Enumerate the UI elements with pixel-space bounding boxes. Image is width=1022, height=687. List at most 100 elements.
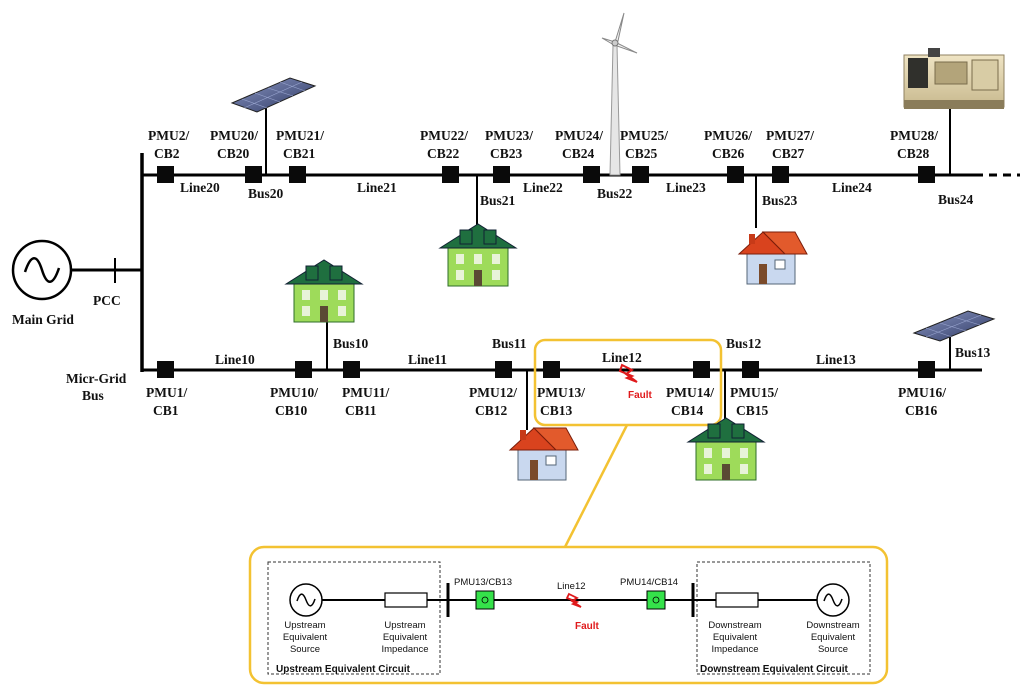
inset-pmu14-label: PMU14/CB14 [620, 577, 678, 588]
downstream-source-label-1: Downstream [806, 620, 859, 631]
pmu13-label-a: PMU13/ [537, 385, 585, 400]
pmu12-label-a: PMU12/ [469, 385, 517, 400]
pmu16-block [918, 361, 935, 378]
upstream-source-label-2: Equivalent [283, 632, 328, 643]
pmu25-label-a: PMU25/ [620, 128, 668, 143]
equivalent-circuit-inset: PMU13/CB13 PMU14/CB14 Line12 Fault Upstr… [248, 545, 889, 685]
pmu21-label-b: CB21 [283, 146, 316, 161]
pmu2-block [157, 166, 174, 183]
pcc-label: PCC [93, 293, 121, 308]
line22-label: Line22 [523, 180, 563, 195]
pmu26-label-b: CB26 [712, 146, 745, 161]
pmu21-label-a: PMU21/ [276, 128, 324, 143]
pmu1-block [157, 361, 174, 378]
line24-label: Line24 [832, 180, 872, 195]
pmu20-label-a: PMU20/ [210, 128, 258, 143]
upstream-source-label-1: Upstream [284, 620, 325, 631]
fault-label: Fault [628, 390, 653, 401]
downstream-source-label-2: Equivalent [811, 632, 856, 643]
bus20-label: Bus20 [248, 186, 284, 201]
mg-bus-label-1: Micr-Grid [66, 371, 127, 386]
bus22-label: Bus22 [597, 186, 633, 201]
pmu25-label-b: CB25 [625, 146, 658, 161]
highlight-connector [563, 424, 629, 548]
pmu20-block [245, 166, 262, 183]
line12-label: Line12 [602, 350, 642, 365]
pmu28-label-b: CB28 [897, 146, 930, 161]
pmu24-label-b: CB24 [562, 146, 595, 161]
pmu22-label-b: CB22 [427, 146, 460, 161]
wind-turbine-icon [601, 12, 638, 176]
pmu28-label-a: PMU28/ [890, 128, 938, 143]
inset-pmu14 [646, 590, 666, 610]
bus13-label: Bus13 [955, 345, 991, 360]
line12-highlight-box [533, 338, 723, 427]
pmu22-label-a: PMU22/ [420, 128, 468, 143]
pmu2-label-b: CB2 [154, 146, 180, 161]
pmu24-label-a: PMU24/ [555, 128, 603, 143]
solar-panel-icon [230, 77, 317, 113]
line23-label: Line23 [666, 180, 706, 195]
pmu27-label-b: CB27 [772, 146, 805, 161]
upstream-impedance-label-3: Impedance [381, 644, 428, 655]
downstream-impedance-label-2: Equivalent [713, 632, 758, 643]
house-icon [438, 223, 518, 287]
pmu-labels-lower: PMU1/ CB1 PMU10/ CB10 PMU11/ CB11 PMU12/… [146, 385, 946, 418]
bus23-label: Bus23 [762, 193, 798, 208]
diesel-generator-icon [903, 48, 1005, 109]
line20-label: Line20 [180, 180, 220, 195]
pmu15-block [742, 361, 759, 378]
pmu15-label-b: CB15 [736, 403, 769, 418]
pmu11-block [343, 361, 360, 378]
bus24-label: Bus24 [938, 192, 974, 207]
bus11-label: Bus11 [492, 336, 527, 351]
pmu11-label-a: PMU11/ [342, 385, 389, 400]
pmu15-label-a: PMU15/ [730, 385, 778, 400]
pmu10-block [295, 361, 312, 378]
line10-label: Line10 [215, 352, 255, 367]
pmu1-label-b: CB1 [153, 403, 179, 418]
pmu12-label-b: CB12 [475, 403, 508, 418]
upstream-source-label-3: Source [290, 644, 320, 655]
lightning-fault-icon [565, 592, 582, 608]
solar-panel-icon [912, 310, 996, 342]
main-grid-label: Main Grid [12, 312, 74, 327]
inset-line-label: Line12 [557, 581, 586, 592]
upstream-impedance-label-2: Equivalent [383, 632, 428, 643]
downstream-circuit-label: Downstream Equivalent Circuit [700, 664, 848, 675]
pmu24-block [583, 166, 600, 183]
pmu-labels-upper: PMU2/ CB2 PMU20/ CB20 PMU21/ CB21 PMU22/… [148, 128, 938, 161]
lightning-fault-icon [618, 363, 638, 383]
pmu22-block [442, 166, 459, 183]
pmu1-label-a: PMU1/ [146, 385, 187, 400]
pmu21-block [289, 166, 306, 183]
downstream-impedance-block [715, 592, 759, 608]
inset-pmu13 [475, 590, 495, 610]
pmu27-label-a: PMU27/ [766, 128, 814, 143]
pmu14-label-b: CB14 [671, 403, 704, 418]
inset-pmu13-label: PMU13/CB13 [454, 577, 512, 588]
pmu20-label-b: CB20 [217, 146, 250, 161]
pmu12-block [495, 361, 512, 378]
upstream-circuit-label: Upstream Equivalent Circuit [276, 664, 411, 675]
inset-frame [248, 545, 889, 685]
line13-label: Line13 [816, 352, 856, 367]
mg-bus-label-2: Bus [82, 388, 104, 403]
line11-label: Line11 [408, 352, 447, 367]
pmu23-label-b: CB23 [490, 146, 523, 161]
pmu28-block [918, 166, 935, 183]
upstream-impedance-block [384, 592, 428, 608]
downstream-impedance-label-3: Impedance [711, 644, 758, 655]
pmu26-label-a: PMU26/ [704, 128, 752, 143]
pmu2-label-a: PMU2/ [148, 128, 189, 143]
pmu16-label-b: CB16 [905, 403, 938, 418]
downstream-source-label-3: Source [818, 644, 848, 655]
pmu10-label-a: PMU10/ [270, 385, 318, 400]
upstream-impedance-label-1: Upstream [384, 620, 425, 631]
line21-label: Line21 [357, 180, 397, 195]
downstream-impedance-label-1: Downstream [708, 620, 761, 631]
main-grid-source: Main Grid [11, 239, 74, 327]
pmu23-label-a: PMU23/ [485, 128, 533, 143]
pmu10-label-b: CB10 [275, 403, 308, 418]
